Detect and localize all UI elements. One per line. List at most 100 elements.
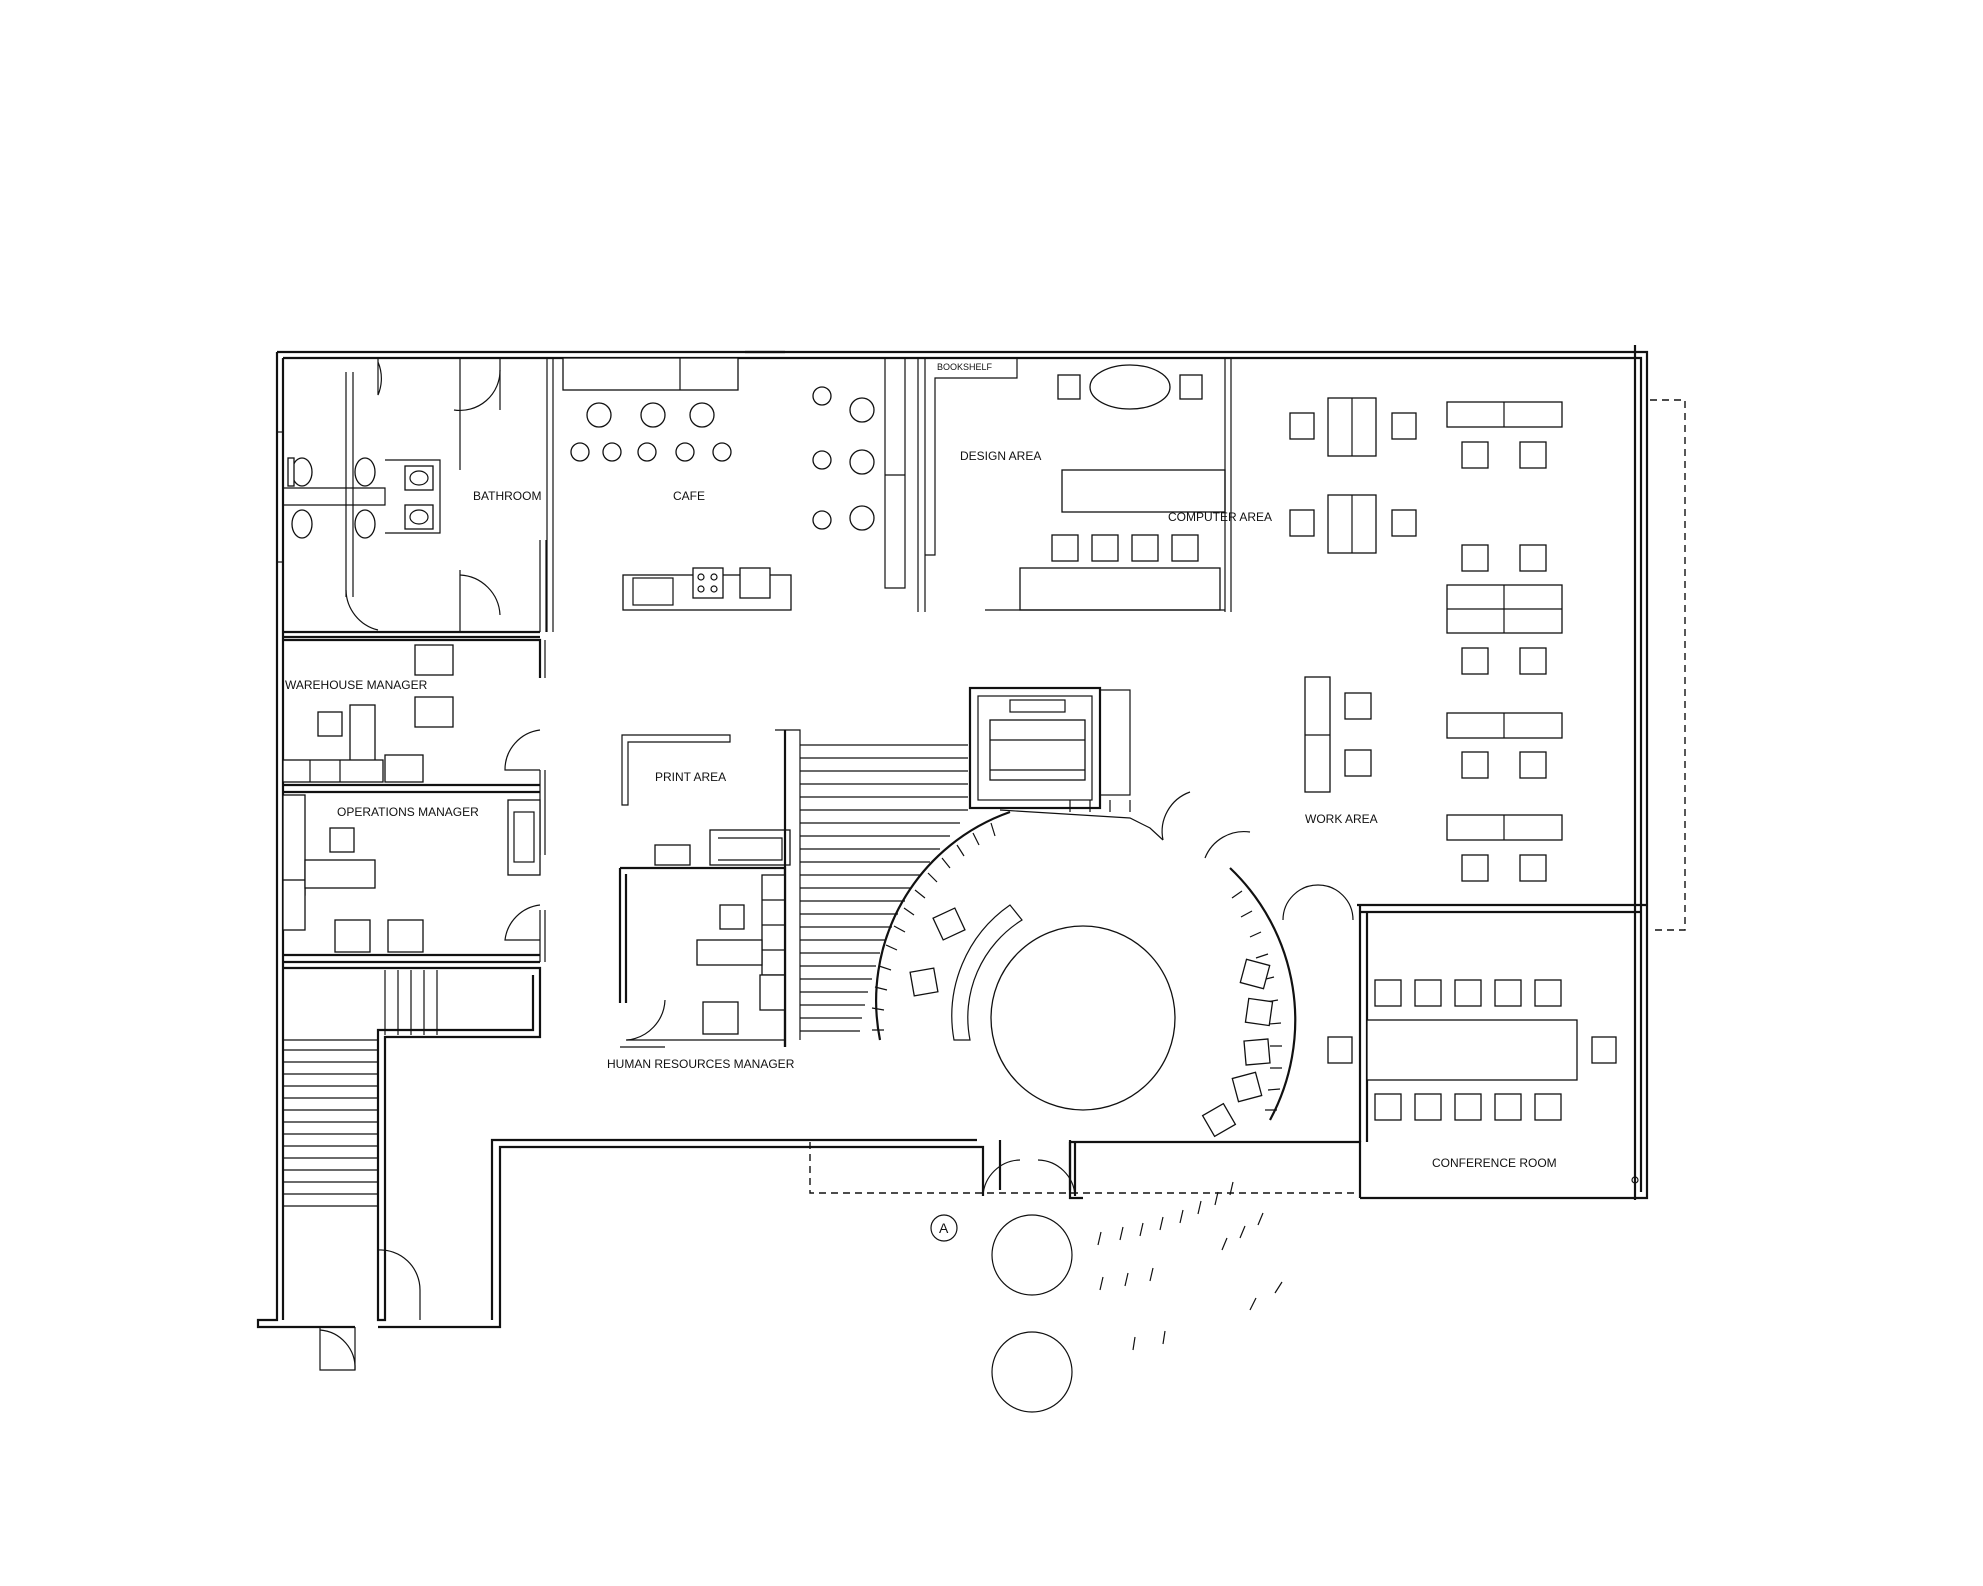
- computer-desk: [1019, 567, 1221, 611]
- toilet-tank-icon: [287, 457, 295, 487]
- print-counter: [709, 829, 791, 866]
- chair: [1461, 544, 1489, 572]
- chair: [1171, 534, 1199, 562]
- toilet-icon: [291, 457, 313, 487]
- label-design-area: DESIGN AREA: [960, 449, 1041, 463]
- lounge-chair: [909, 967, 939, 997]
- cafe-room: [546, 357, 1018, 632]
- chair: [1344, 749, 1372, 777]
- cafe-table: [849, 449, 875, 475]
- chair: [1391, 412, 1417, 440]
- entrance-canopy: [809, 1142, 1360, 1194]
- label-cafe: CAFE: [673, 489, 705, 503]
- chair: [1374, 979, 1402, 1007]
- human-resources-room: [618, 866, 787, 1048]
- chair: [1519, 441, 1547, 469]
- planter-circle: [991, 1214, 1073, 1296]
- chair: [1534, 979, 1562, 1007]
- warehouse-manager-room: [282, 638, 546, 794]
- chair: [1519, 544, 1547, 572]
- chair: [1131, 534, 1159, 562]
- cabinet: [759, 974, 786, 1011]
- stove-icon: [692, 567, 724, 599]
- conference-table: [1366, 1019, 1578, 1081]
- print-area: [621, 734, 791, 866]
- chair: [1414, 979, 1442, 1007]
- sink-icon: [404, 504, 434, 530]
- elevator-car-icon: [989, 719, 1086, 781]
- chair: [1461, 647, 1489, 675]
- section-marker-circle: [930, 1214, 958, 1242]
- cafe-table: [689, 402, 715, 428]
- exterior-walls: [256, 350, 1649, 1329]
- chair: [1327, 1036, 1353, 1064]
- label-computer-area: COMPUTER AREA: [1168, 510, 1272, 524]
- round-lobby-feature: [990, 925, 1176, 1111]
- label-conference-room: CONFERENCE ROOM: [1432, 1156, 1557, 1170]
- work-area: [1289, 397, 1563, 882]
- chair: [1289, 509, 1315, 537]
- paver-dashes: [1097, 1181, 1283, 1351]
- label-print-area: PRINT AREA: [655, 770, 726, 784]
- chair: [1461, 854, 1489, 882]
- toilet-icon: [354, 457, 376, 487]
- cabinet: [282, 879, 306, 931]
- chair: [1179, 374, 1203, 400]
- design-computer-area: [985, 358, 1232, 612]
- chair: [1534, 1093, 1562, 1121]
- chair: [1519, 647, 1547, 675]
- lounge-chair: [1239, 958, 1271, 990]
- cabinet: [282, 759, 384, 783]
- label-work-area: WORK AREA: [1305, 812, 1378, 826]
- cafe-table: [640, 402, 666, 428]
- sink-icon: [404, 465, 434, 491]
- chair: [1519, 854, 1547, 882]
- cabinet: [384, 754, 424, 783]
- lounge-chair: [1201, 1102, 1237, 1138]
- chair: [1494, 1093, 1522, 1121]
- circular-lobby: [871, 791, 1354, 1138]
- label-human-resources-manager: HUMAN RESOURCES MANAGER: [607, 1057, 795, 1071]
- sofa: [507, 799, 541, 876]
- lounge-chair: [932, 907, 966, 941]
- exterior-landscape: [991, 1181, 1283, 1413]
- chair: [1374, 1093, 1402, 1121]
- chair: [317, 711, 343, 737]
- curved-screen-slats: [871, 800, 1282, 1111]
- chair: [1591, 1036, 1617, 1064]
- shelving-icon: [414, 696, 454, 728]
- shelving-icon: [702, 1001, 739, 1035]
- lounge-chair: [1243, 1038, 1271, 1066]
- chair: [1051, 534, 1079, 562]
- chair: [1391, 509, 1417, 537]
- label-operations-manager: OPERATIONS MANAGER: [337, 805, 479, 819]
- lounge-chair: [1231, 1071, 1263, 1103]
- cafe-stool-row: [570, 386, 832, 530]
- desk: [696, 939, 763, 966]
- printer-icon: [654, 844, 691, 866]
- chair: [1344, 692, 1372, 720]
- toilet-icon: [291, 509, 313, 539]
- cafe-table: [849, 397, 875, 423]
- planter-circle: [991, 1331, 1073, 1413]
- design-desk: [1061, 469, 1226, 513]
- right-facade-glazing: [1633, 345, 1686, 1200]
- shelving-icon: [334, 919, 371, 953]
- chair: [1289, 412, 1315, 440]
- label-bathroom: BATHROOM: [473, 489, 541, 503]
- stair-treads: [283, 970, 438, 1207]
- cafe-counter: [562, 357, 739, 391]
- conference-room: [1327, 903, 1647, 1184]
- chair: [1091, 534, 1119, 562]
- stair-treads: [800, 744, 968, 1032]
- kitchen-sink-icon: [739, 567, 771, 599]
- chair: [1461, 751, 1489, 779]
- desk: [304, 859, 376, 889]
- chair: [1494, 979, 1522, 1007]
- main-entrance: A: [930, 1159, 1076, 1242]
- chair: [1454, 979, 1482, 1007]
- chair: [719, 904, 745, 930]
- design-table: [1089, 364, 1171, 410]
- chair: [1454, 1093, 1482, 1121]
- chair: [329, 827, 355, 853]
